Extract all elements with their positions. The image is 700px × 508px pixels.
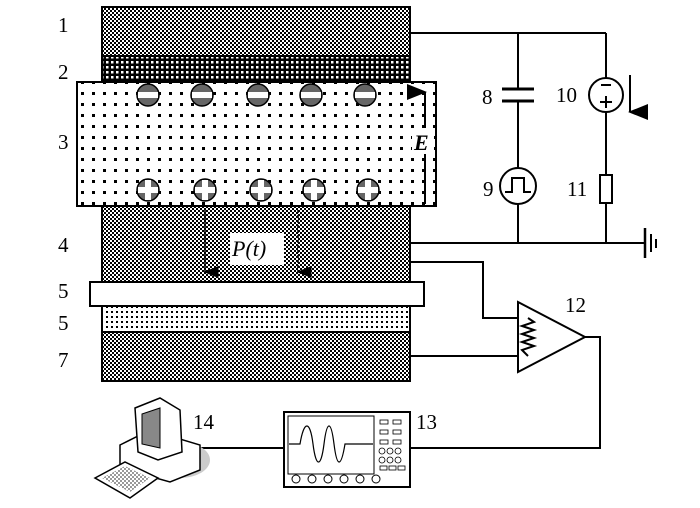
layer-5-plate: [89, 281, 425, 307]
resistor-11: [599, 174, 613, 204]
label-7: 7: [58, 348, 69, 372]
label-9: 9: [483, 177, 494, 201]
label-2: 2: [58, 60, 69, 84]
positive-charge: [249, 178, 273, 202]
layer-1-electrode: [101, 6, 411, 57]
layer-5-sensor: [101, 305, 411, 333]
ground-icon: [643, 228, 657, 258]
label-10: 10: [556, 83, 577, 107]
label-5b: 5: [58, 311, 69, 335]
capacitor-8: [502, 87, 534, 103]
label-4: 4: [58, 233, 69, 257]
pulse-generator-9: [499, 167, 537, 205]
wire-sensor: [200, 261, 601, 449]
label-12: 12: [565, 293, 586, 317]
positive-charge: [302, 178, 326, 202]
label-11: 11: [567, 177, 587, 201]
computer-14: [93, 397, 210, 499]
negative-charge: [353, 83, 377, 107]
positive-charge: [193, 178, 217, 202]
amplifier-12: [517, 300, 588, 374]
label-14: 14: [193, 410, 215, 434]
field-label: E: [413, 130, 429, 155]
label-13: 13: [416, 410, 437, 434]
polarization-label: P(t): [231, 236, 266, 261]
label-3: 3: [58, 130, 69, 154]
negative-charge: [299, 83, 323, 107]
dc-source-10: [588, 75, 648, 120]
label-1: 1: [58, 13, 69, 37]
label-5: 5: [58, 279, 69, 303]
negative-charge: [136, 83, 160, 107]
positive-charge: [136, 178, 160, 202]
wire-top: [410, 32, 645, 244]
negative-charge: [246, 83, 270, 107]
label-8: 8: [482, 85, 493, 109]
layer-7-absorber: [101, 331, 411, 382]
negative-charge: [190, 83, 214, 107]
layer-2-semicon: [101, 55, 411, 83]
positive-charge: [356, 178, 380, 202]
oscilloscope-13: [283, 411, 411, 488]
